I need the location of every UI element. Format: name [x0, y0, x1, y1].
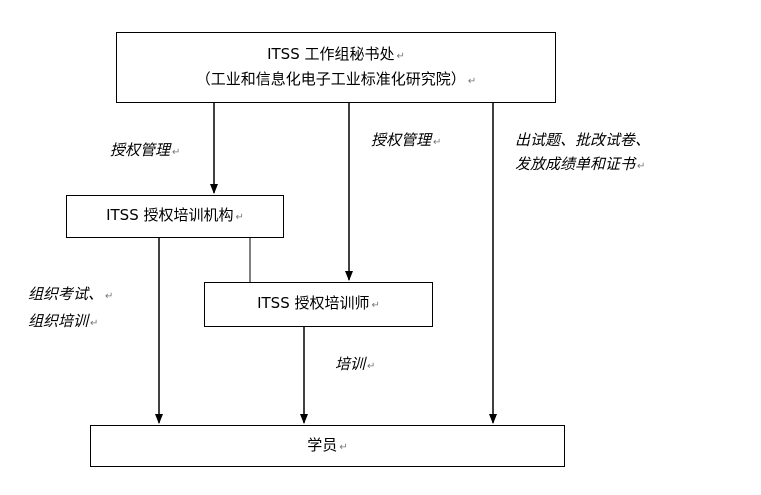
- paragraph-mark: ↵: [467, 75, 477, 87]
- training-org-box: ITSS 授权培训机构↵: [66, 195, 284, 238]
- paragraph-mark: ↵: [396, 50, 405, 62]
- student-box: 学员↵: [90, 425, 565, 467]
- trainer-label: ITSS 授权培训师: [257, 294, 370, 312]
- secretariat-title: ITSS 工作组秘书处: [267, 44, 395, 63]
- edge-label-auth-mgmt-left: 授权管理↵: [110, 141, 181, 159]
- paragraph-mark: ↵: [235, 212, 244, 223]
- paragraph-mark: ↵: [371, 300, 380, 311]
- paragraph-mark: ↵: [339, 441, 348, 453]
- trainer-box: ITSS 授权培训师↵: [204, 282, 433, 327]
- student-label: 学员: [307, 435, 338, 454]
- edge-label-auth-mgmt-middle: 授权管理↵: [371, 131, 442, 149]
- secretariat-box: ITSS 工作组秘书处↵ （工业和信息化电子工业标准化研究院）↵: [116, 32, 556, 103]
- secretariat-subtitle: （工业和信息化电子工业标准化研究院）: [195, 69, 466, 88]
- edge-label-training: 培训↵: [335, 355, 376, 373]
- training-org-label: ITSS 授权培训机构: [106, 206, 234, 224]
- edge-label-org-exam-training: 组织考试、↵ 组织培训↵: [28, 285, 114, 330]
- edge-label-exam-certificates: 出试题、批改试卷、 发放成绩单和证书↵: [515, 131, 651, 173]
